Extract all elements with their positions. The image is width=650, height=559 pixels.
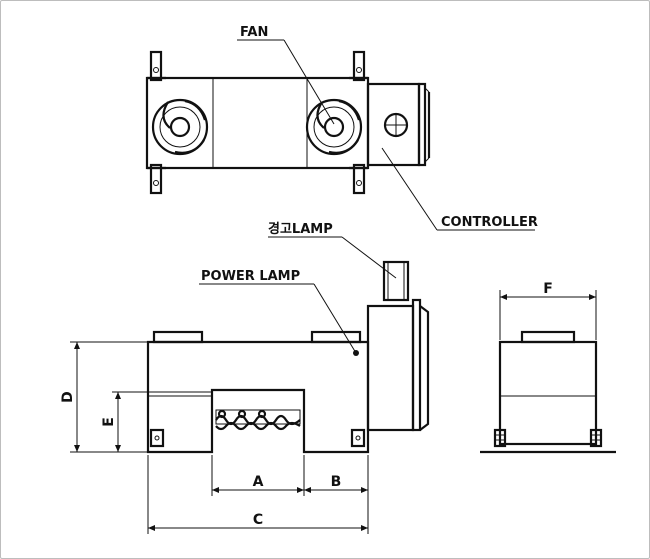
fan-callout-label: FAN	[240, 25, 268, 40]
front-foot-left	[149, 428, 165, 448]
bottom-left-bracket	[149, 163, 163, 195]
front-view: 경고LAMP POWER LAMP A B C D E	[60, 221, 430, 534]
front-cap-right	[310, 330, 362, 344]
front-controller-box	[366, 304, 415, 432]
fan-left-icon	[151, 98, 209, 156]
dim-c-label: C	[253, 512, 263, 528]
warning-lamp-callout-label: 경고LAMP	[268, 221, 333, 237]
front-foot-right	[350, 428, 366, 448]
dim-a-label: A	[253, 474, 264, 490]
controller-knob-icon	[383, 112, 409, 138]
side-foot-right	[589, 428, 603, 448]
side-cap	[520, 330, 576, 344]
top-right-bracket	[352, 50, 366, 82]
dim-b-label: B	[331, 474, 342, 490]
dim-d-label: D	[60, 391, 76, 403]
warning-lamp-icon	[382, 260, 410, 302]
controller-callout-label: CONTROLLER	[441, 215, 538, 230]
dim-e-label: E	[101, 417, 117, 427]
fan-right-icon	[305, 98, 363, 156]
bottom-right-bracket	[352, 163, 366, 195]
top-left-bracket	[149, 50, 163, 82]
power-lamp-callout-label: POWER LAMP	[201, 269, 300, 284]
side-view: F	[480, 281, 616, 454]
side-body	[498, 340, 598, 446]
front-body	[146, 340, 370, 454]
side-foot-left	[493, 428, 507, 448]
dim-f-label: F	[543, 281, 553, 297]
top-view: FAN CONTROLLER	[145, 25, 538, 231]
heater-element-icon	[215, 409, 301, 431]
front-cap-left	[152, 330, 204, 344]
